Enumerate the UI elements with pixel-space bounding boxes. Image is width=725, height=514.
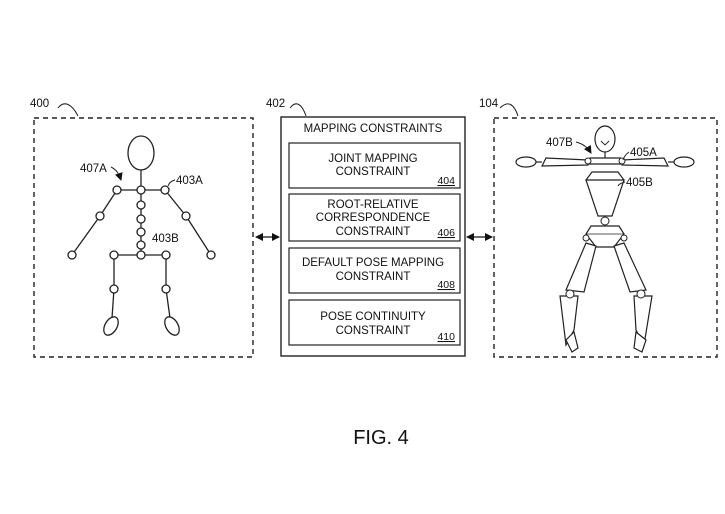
constraints-panel-border — [280, 116, 466, 357]
figure-caption: FIG. 4 — [353, 427, 409, 449]
target-left-hand — [515, 156, 537, 168]
constraints-ref-label: 402 — [266, 98, 285, 110]
constraints-ref-leader — [289, 103, 307, 117]
source-head — [127, 135, 155, 171]
target-bone-leader — [617, 181, 626, 187]
target-head-arrow — [575, 141, 592, 154]
source-ref-label: 400 — [30, 98, 49, 110]
target-right-hand — [673, 156, 695, 168]
target-joint-leader — [622, 151, 630, 161]
source-head-label: 407A — [80, 163, 107, 175]
target-joints — [565, 157, 646, 299]
target-ref-label: 104 — [479, 98, 499, 110]
mapping-constraints-panel: 402 MAPPING CONSTRAINTS JOINT MAPPING CO… — [266, 98, 466, 357]
svg-text:JOINT MAPPING: JOINT MAPPING — [328, 153, 417, 165]
target-joint-label: 405A — [630, 147, 657, 159]
svg-text:DEFAULT POSE MAPPING: DEFAULT POSE MAPPING — [302, 257, 444, 269]
constraint-ref-410: 410 — [437, 331, 455, 343]
constraint-ref-404: 404 — [437, 175, 455, 187]
target-character — [515, 125, 695, 353]
constraint-root-relative: ROOT-RELATIVE CORRESPONDENCE CONSTRAINT … — [288, 193, 461, 242]
svg-text:CONSTRAINT: CONSTRAINT — [336, 166, 411, 178]
svg-text:CONSTRAINT: CONSTRAINT — [336, 226, 411, 238]
constraint-default-pose: DEFAULT POSE MAPPING CONSTRAINT 408 — [288, 247, 461, 294]
svg-text:POSE CONTINUITY: POSE CONTINUITY — [320, 311, 426, 323]
constraint-ref-406: 406 — [437, 227, 455, 239]
target-character-panel: 104 — [479, 98, 718, 358]
svg-text:ROOT-RELATIVE: ROOT-RELATIVE — [327, 199, 418, 211]
source-skeleton-panel: 400 — [30, 98, 254, 358]
source-joint-leader — [167, 179, 176, 187]
target-panel-border — [493, 117, 718, 358]
constraint-pose-continuity: POSE CONTINUITY CONSTRAINT 410 — [288, 299, 461, 346]
svg-text:CONSTRAINT: CONSTRAINT — [336, 271, 411, 283]
source-joint-label: 403A — [176, 175, 203, 187]
target-bone-label: 405B — [626, 177, 653, 189]
svg-text:CONSTRAINT: CONSTRAINT — [336, 325, 411, 337]
constraints-title: MAPPING CONSTRAINTS — [304, 123, 443, 135]
source-ref-leader — [57, 103, 79, 117]
target-ref-leader — [499, 103, 519, 117]
source-panel-border — [33, 117, 254, 358]
constraint-joint-mapping: JOINT MAPPING CONSTRAINT 404 — [288, 142, 461, 189]
source-skeleton — [67, 135, 216, 336]
constraint-ref-408: 408 — [437, 279, 455, 291]
source-bone-label: 403B — [152, 233, 179, 245]
svg-text:CORRESPONDENCE: CORRESPONDENCE — [316, 212, 431, 224]
target-head — [594, 125, 616, 153]
target-head-label: 407B — [546, 137, 573, 149]
source-head-arrow — [110, 166, 123, 181]
